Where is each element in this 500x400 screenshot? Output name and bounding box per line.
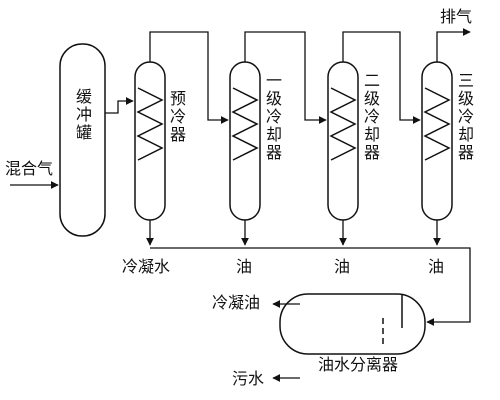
mixed-gas-label: 混合气 xyxy=(5,159,54,178)
precooler-vessel xyxy=(134,61,166,221)
secondary-cooler-coil xyxy=(329,87,357,161)
buffer-tank-vessel xyxy=(59,43,106,237)
oil-label-3: 油 xyxy=(428,257,445,276)
secondary-cooler-vessel xyxy=(327,61,359,221)
primary-cooler-vessel xyxy=(229,61,261,221)
condensed-oil-label: 冷凝油 xyxy=(212,293,261,312)
buffer-to-precooler-line xyxy=(105,97,134,114)
separator-label: 油水分离器 xyxy=(318,355,399,374)
precooler-to-primary-line xyxy=(149,31,229,124)
oil-label-1: 油 xyxy=(236,257,253,276)
precooler-label: 预冷器 xyxy=(167,90,186,144)
separator-vessel xyxy=(279,293,426,355)
oil-label-2: 油 xyxy=(334,257,351,276)
tertiary-cooler-label: 三级冷却器 xyxy=(455,72,474,162)
primary-to-secondary-line xyxy=(244,31,327,124)
sewage-label: 污水 xyxy=(232,369,265,388)
secondary-to-tertiary-line xyxy=(342,31,421,124)
secondary-cooler-label: 二级冷却器 xyxy=(361,72,380,162)
condensed-water-label: 冷凝水 xyxy=(122,257,171,276)
collection-header xyxy=(150,247,471,326)
precooler-coil xyxy=(136,87,164,161)
primary-cooler-coil xyxy=(231,87,259,161)
tertiary-cooler-coil xyxy=(423,87,451,161)
buffer-tank-label: 缓冲罐 xyxy=(73,88,92,142)
primary-cooler-label: 一级冷却器 xyxy=(263,72,282,162)
tertiary-cooler-vessel xyxy=(421,61,453,221)
exhaust-line xyxy=(436,28,471,62)
exhaust-label: 排气 xyxy=(440,7,473,26)
